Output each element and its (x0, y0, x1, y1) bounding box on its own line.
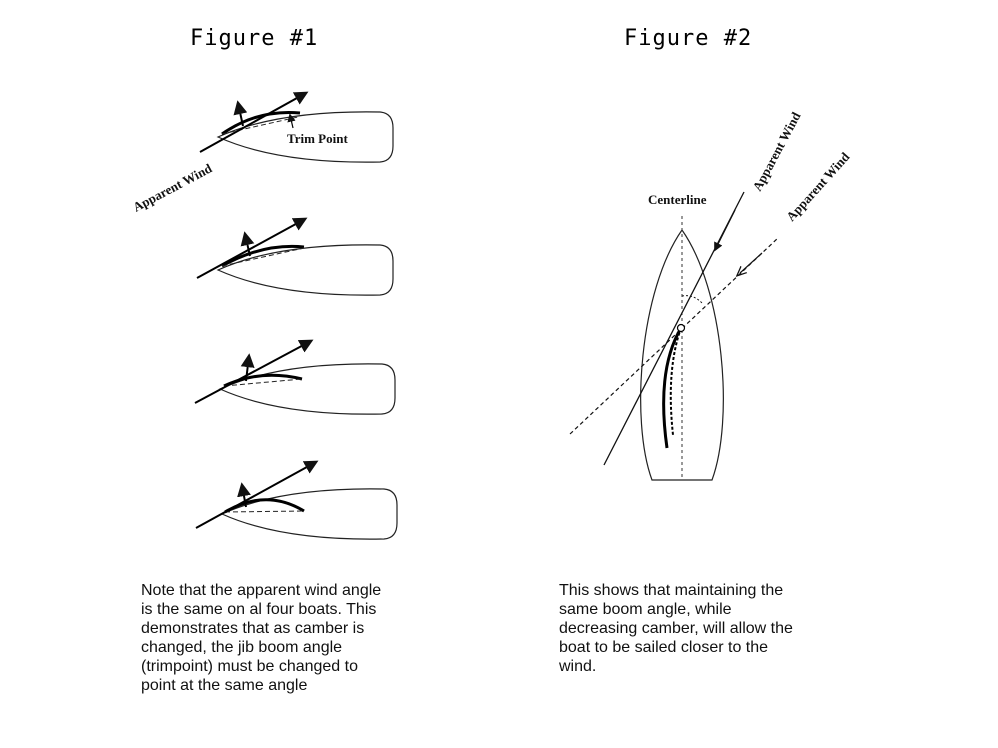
apparent-wind-line (194, 339, 314, 404)
chord-line (224, 510, 305, 513)
hull-outline (640, 228, 724, 481)
apparent-wind-label: Apparent Wind (130, 160, 215, 214)
trim-point-label: Trim Point (287, 131, 348, 146)
sail-curve (221, 244, 305, 268)
apparent-wind-line (196, 217, 308, 279)
apparent-wind-line (199, 91, 309, 153)
apparent-wind-label-1: Apparent Wind (749, 109, 803, 194)
chord-line (221, 247, 305, 267)
apparent-wind-arrow-1 (714, 209, 736, 252)
apparent-wind-arrow-2 (740, 252, 763, 273)
centerline-label: Centerline (648, 192, 707, 207)
lift-arrow (240, 353, 255, 382)
figure-2-caption: This shows that maintaining the same boo… (559, 582, 793, 675)
figure-1-caption: Note that the apparent wind angle is the… (141, 582, 382, 694)
boat-2 (217, 244, 394, 296)
sail-full (662, 327, 683, 449)
apparent-wind-line (195, 460, 319, 529)
sail-curve (221, 110, 301, 136)
chord-line (221, 116, 299, 135)
boat-top-view (640, 216, 724, 481)
boat-1 (217, 110, 394, 163)
lift-arrow (237, 482, 251, 508)
boat-4 (221, 488, 398, 540)
figure-1-title: Figure #1 (190, 26, 319, 51)
lift-arrow (240, 231, 255, 257)
angle-arc (681, 295, 704, 305)
figure-2-title: Figure #2 (624, 26, 753, 51)
lift-arrow (233, 100, 248, 127)
mast-point (676, 323, 686, 333)
chord-line (223, 378, 303, 387)
trim-point-arrow (287, 113, 296, 129)
apparent-wind-label-2: Apparent Wind (783, 149, 853, 224)
